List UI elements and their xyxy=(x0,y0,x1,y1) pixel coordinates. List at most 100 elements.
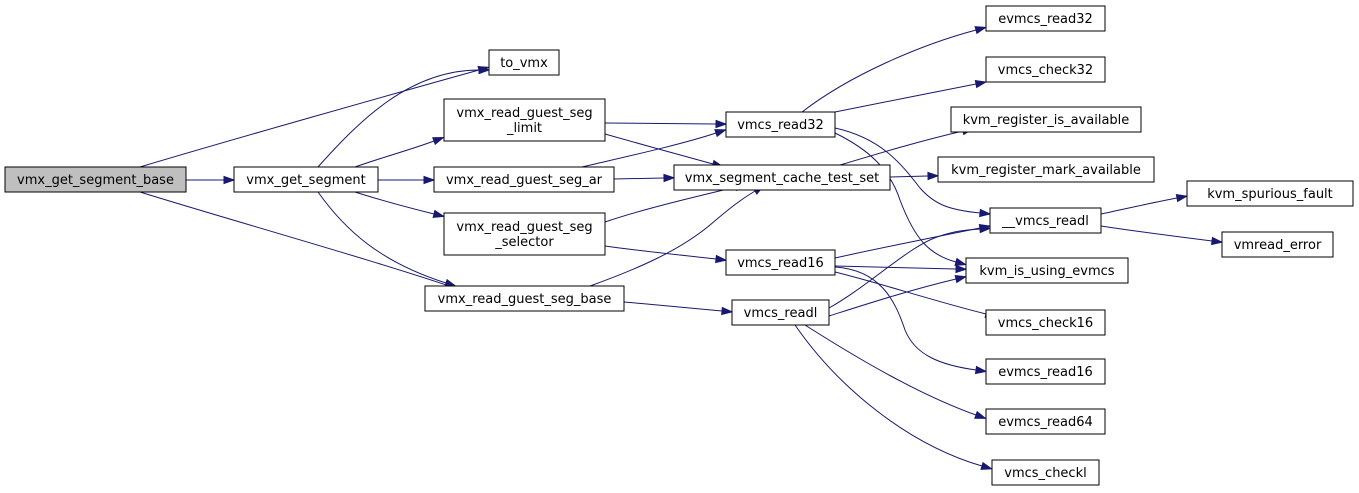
arrow-head-icon xyxy=(980,461,994,470)
node-label: vmx_read_guest_seg xyxy=(456,220,592,235)
edge-line xyxy=(317,69,480,168)
edge-vmx_read_guest_seg_ar-to-vmcs_read32 xyxy=(581,129,727,168)
node-label: vmcs_check16 xyxy=(998,316,1093,331)
edge-line xyxy=(604,133,714,165)
edge-line xyxy=(834,83,977,113)
node-label: kvm_is_using_evmcs xyxy=(979,264,1114,279)
arrow-head-icon xyxy=(974,365,988,375)
node-vmcs-read32[interactable]: vmcs_read32 xyxy=(725,111,836,138)
arrow-head-icon xyxy=(432,136,445,146)
arrow-head-icon xyxy=(1175,193,1189,203)
node-vmx-read-guest-seg-ar[interactable]: vmx_read_guest_seg_ar xyxy=(433,166,615,193)
node-box[interactable] xyxy=(985,56,1106,83)
node-label: vmx_get_segment_base xyxy=(17,173,174,188)
node-box[interactable] xyxy=(985,309,1106,336)
edge-line xyxy=(839,130,964,166)
node-box[interactable] xyxy=(937,156,1155,183)
edge-line xyxy=(139,191,462,291)
edge-line xyxy=(834,266,977,371)
arrow-head-icon xyxy=(974,79,988,89)
arrow-head-icon xyxy=(721,306,734,316)
node-label: evmcs_read32 xyxy=(998,12,1093,27)
edge-vmcs_read16-to-__vmcs_readl xyxy=(834,223,992,259)
arrow-head-icon xyxy=(974,410,987,419)
edge-line xyxy=(1100,225,1213,242)
node-vmx-get-segment-base[interactable]: vmx_get_segment_base xyxy=(4,166,187,193)
node-box[interactable] xyxy=(443,212,606,256)
node-box[interactable] xyxy=(991,459,1100,486)
node-box[interactable] xyxy=(233,166,379,193)
edge-vmx_read_guest_seg_limit-to-vmcs_read32 xyxy=(604,119,728,129)
node-box[interactable] xyxy=(725,111,836,138)
node-box[interactable] xyxy=(731,299,830,326)
edge-vmcs_readl-to-vmcs_checkl xyxy=(794,324,994,470)
edge-vmcs_read32-to-vmcs_check32 xyxy=(834,79,988,113)
node-vmcs-readl[interactable]: vmcs_readl xyxy=(731,299,830,326)
nodes-layer: vmx_get_segment_base vmx_get_segment to_vm… xyxy=(4,5,1354,486)
node-vmx-segment-cache-test-set[interactable]: vmx_segment_cache_test_set xyxy=(673,164,891,191)
node-box[interactable] xyxy=(985,358,1106,385)
node-box[interactable] xyxy=(673,164,891,191)
edge-__vmcs_readl-to-kvm_spurious_fault xyxy=(1100,193,1189,215)
node-box[interactable] xyxy=(488,49,560,76)
edge-vmx_get_segment_base-to-to_vmx xyxy=(139,66,491,168)
edge-line xyxy=(801,29,977,113)
node-vmcs-readl[interactable]: __vmcs_readl xyxy=(989,207,1102,234)
node-evmcs-read32[interactable]: evmcs_read32 xyxy=(985,5,1106,32)
node-label: _selector xyxy=(494,235,554,250)
arrow-head-icon xyxy=(955,264,968,274)
edge-line xyxy=(794,324,983,467)
edge-line xyxy=(834,265,957,270)
node-kvm-spurious-fault[interactable]: kvm_spurious_fault xyxy=(1186,180,1354,207)
node-box[interactable] xyxy=(1186,180,1354,207)
node-label: kvm_spurious_fault xyxy=(1207,187,1333,202)
edge-line xyxy=(604,245,717,260)
node-vmcs-check16[interactable]: vmcs_check16 xyxy=(985,309,1106,336)
node-box[interactable] xyxy=(989,207,1102,234)
node-vmx-read-guest-seg-limit[interactable]: vmx_read_guest_seg_limit xyxy=(443,98,606,142)
node-label: vmx_read_guest_seg_base xyxy=(438,292,612,307)
node-vmx-read-guest-seg-base[interactable]: vmx_read_guest_seg_base xyxy=(424,285,625,312)
node-box[interactable] xyxy=(950,106,1142,133)
edge-vmcs_read32-to-kvm_is_using_evmcs xyxy=(834,132,968,266)
node-vmread-error[interactable]: vmread_error xyxy=(1221,231,1334,258)
node-box[interactable] xyxy=(424,285,625,312)
edge-vmcs_read16-to-evmcs_read16 xyxy=(834,266,988,375)
node-label: vmcs_read32 xyxy=(737,118,824,133)
node-kvm-is-using-evmcs[interactable]: kvm_is_using_evmcs xyxy=(965,257,1129,284)
node-vmcs-check32[interactable]: vmcs_check32 xyxy=(985,56,1106,83)
edge-vmcs_readl-to-__vmcs_readl xyxy=(828,224,992,309)
node-box[interactable] xyxy=(725,249,836,276)
edge-vmx_read_guest_seg_selector-to-vmcs_read16 xyxy=(604,245,728,264)
node-vmcs-checkl[interactable]: vmcs_checkl xyxy=(991,459,1100,486)
node-to-vmx[interactable]: to_vmx xyxy=(488,49,560,76)
edge-line xyxy=(804,324,977,416)
node-box[interactable] xyxy=(443,98,606,142)
node-vmx-read-guest-seg-selector[interactable]: vmx_read_guest_seg_selector xyxy=(443,212,606,256)
edge-vmcs_read16-to-kvm_is_using_evmcs xyxy=(834,264,968,274)
arrow-head-icon xyxy=(974,26,988,35)
node-box[interactable] xyxy=(985,5,1106,32)
node-kvm-register-is-available[interactable]: kvm_register_is_available xyxy=(950,106,1142,133)
node-label: vmcs_read16 xyxy=(737,256,824,271)
edge-line xyxy=(828,278,957,317)
node-box[interactable] xyxy=(433,166,615,193)
node-evmcs-read16[interactable]: evmcs_read16 xyxy=(985,358,1106,385)
node-vmx-get-segment[interactable]: vmx_get_segment xyxy=(233,166,379,193)
node-box[interactable] xyxy=(4,166,187,193)
node-box[interactable] xyxy=(1221,231,1334,258)
arrow-head-icon xyxy=(715,254,728,264)
node-box[interactable] xyxy=(985,408,1106,435)
node-kvm-register-mark-available[interactable]: kvm_register_mark_available xyxy=(937,156,1155,183)
edge-line xyxy=(828,228,981,309)
edge-line xyxy=(317,191,447,284)
node-label: kvm_register_is_available xyxy=(963,113,1130,128)
node-label: vmcs_check32 xyxy=(998,63,1093,78)
node-label: vmcs_readl xyxy=(744,306,818,321)
node-box[interactable] xyxy=(965,257,1129,284)
node-vmcs-read16[interactable]: vmcs_read16 xyxy=(725,249,836,276)
edge-vmx_get_segment_base-to-vmx_get_segment xyxy=(186,175,236,185)
edge-line xyxy=(589,190,756,287)
node-evmcs-read64[interactable]: evmcs_read64 xyxy=(985,408,1106,435)
